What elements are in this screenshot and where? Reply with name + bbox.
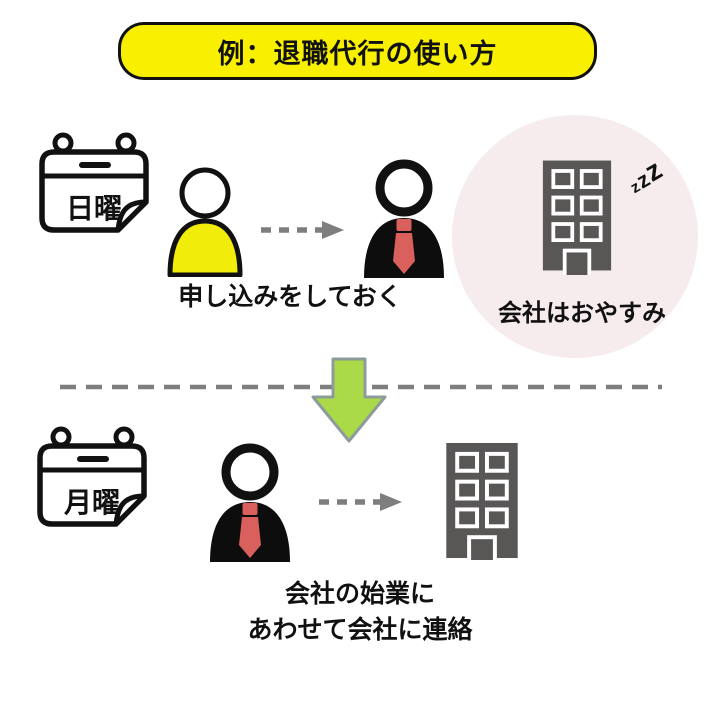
title-banner: 例：退職代行の使い方 bbox=[118, 22, 597, 80]
building-window bbox=[484, 479, 509, 501]
building-window bbox=[484, 507, 509, 529]
building-door bbox=[562, 248, 592, 275]
dashed-arrow-right-icon bbox=[261, 221, 344, 239]
calendar-fold-corner bbox=[113, 493, 147, 527]
sunday-caption: 申し込みをしておく bbox=[178, 283, 402, 311]
monday-caption-line1: 会社の始業に bbox=[284, 580, 435, 608]
calendar-ring-left bbox=[52, 132, 74, 154]
calendar-ring-right bbox=[115, 132, 137, 154]
agent-person-icon bbox=[364, 159, 444, 278]
building-window bbox=[579, 195, 603, 216]
agent-tie-tail bbox=[393, 233, 415, 274]
down-arrow-shape bbox=[311, 357, 387, 443]
client-person-icon bbox=[167, 167, 243, 277]
monday-caption-line2: あわせて会社に連絡 bbox=[247, 615, 473, 644]
building-door bbox=[467, 535, 497, 560]
down-arrow-icon bbox=[311, 357, 387, 443]
company-building-icon bbox=[446, 442, 518, 560]
sleeping-company-bubble: z z z 会社はおやすみ bbox=[452, 115, 698, 358]
building-window bbox=[551, 222, 575, 243]
dashed-arrow-head bbox=[380, 493, 402, 511]
company-building-icon bbox=[542, 160, 612, 275]
calendar-monday-icon: 月曜 bbox=[37, 426, 147, 527]
agent-person-head bbox=[221, 443, 279, 501]
calendar-page bbox=[37, 443, 147, 527]
calendar-page bbox=[39, 149, 149, 233]
client-person-head bbox=[179, 167, 231, 219]
building-window bbox=[484, 451, 509, 473]
dashed-arrow-right-icon bbox=[319, 493, 402, 511]
agent-tie-knot bbox=[242, 503, 258, 515]
page-title: 例：退職代行の使い方 bbox=[217, 38, 498, 69]
building-window bbox=[579, 169, 603, 189]
dashed-arrow-head bbox=[322, 221, 344, 239]
calendar-ring-right bbox=[113, 426, 135, 448]
calendar-fold-corner bbox=[115, 199, 149, 233]
monday-caption: 会社の始業に あわせて会社に連絡 bbox=[178, 577, 542, 648]
calendar-ring-left bbox=[50, 426, 72, 448]
zzz-sleep-icon: z z z bbox=[622, 133, 705, 197]
building-window bbox=[551, 169, 575, 189]
building-window bbox=[455, 507, 480, 529]
agent-person-icon bbox=[210, 443, 290, 562]
building-window bbox=[455, 479, 480, 501]
building-window bbox=[579, 222, 603, 243]
calendar-sunday-label: 日曜 bbox=[66, 193, 122, 224]
calendar-monday-label: 月曜 bbox=[63, 487, 120, 518]
agent-person-head bbox=[375, 159, 433, 217]
calendar-sunday-icon: 日曜 bbox=[39, 132, 149, 233]
company-closed-caption: 会社はおやすみ bbox=[498, 300, 666, 327]
building-window bbox=[551, 195, 575, 216]
agent-tie-knot bbox=[396, 219, 412, 231]
building-window bbox=[455, 451, 480, 473]
client-person-body bbox=[167, 218, 243, 277]
agent-tie-tail bbox=[239, 517, 261, 558]
